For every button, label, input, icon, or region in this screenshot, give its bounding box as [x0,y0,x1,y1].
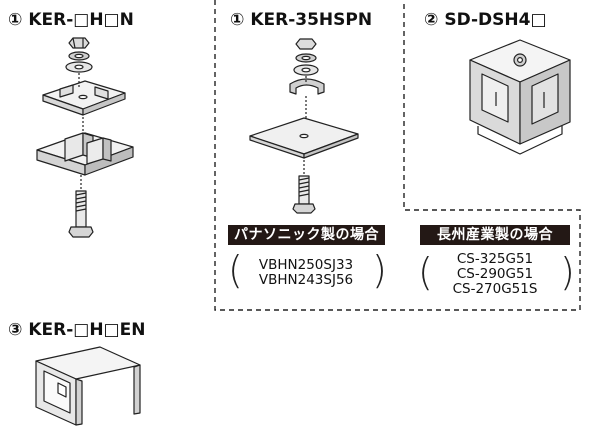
part-sd-dsh4-illustration [469,39,571,155]
panasonic-model-list: VBHN250SJ33 VBHN243SJ56 [226,248,386,288]
title-ker-h-en: ③ KER-□H□EN [8,320,146,340]
choshu-models: ( CS-325G51 CS-290G51 CS-270G51S ) [416,248,575,300]
part-ker-h-n-illustration [36,37,134,238]
choshu-model-list: CS-325G51 CS-290G51 CS-270G51S [416,248,574,297]
choshu-model: CS-270G51S [452,281,538,297]
close-paren: ) [560,250,575,294]
part-ker-35hspn-illustration [249,38,359,214]
open-paren: ( [228,248,243,292]
panasonic-model: VBHN250SJ33 [258,257,354,273]
choshu-header: 長州産業製の場合 [420,225,570,245]
panasonic-header: パナソニック製の場合 [228,225,385,245]
title-ker-h-n: ① KER-□H□N [8,10,134,30]
choshu-model: CS-290G51 [456,266,534,282]
panasonic-model: VBHN243SJ56 [258,272,354,288]
title-sd-dsh4: ② SD-DSH4□ [424,10,547,30]
choshu-model: CS-325G51 [456,251,534,267]
title-ker-35hspn: ① KER-35HSPN [230,10,373,30]
close-paren: ) [372,248,387,292]
part-ker-h-en-illustration [35,346,141,426]
panasonic-models: ( VBHN250SJ33 VBHN243SJ56 ) [226,248,387,294]
open-paren: ( [418,250,433,294]
